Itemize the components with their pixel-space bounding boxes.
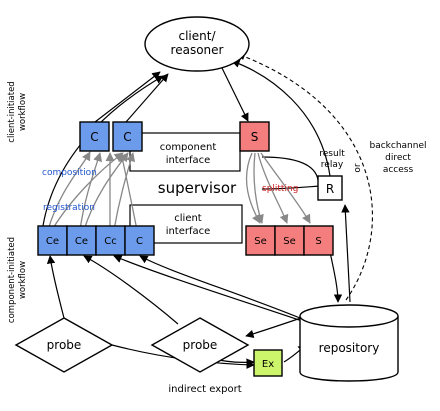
supervisor-box-s-label: S	[315, 236, 321, 247]
component-box-cc-label: Cc	[104, 236, 116, 247]
client-reasoner-line-1: client/	[178, 29, 216, 43]
client-box-top-2	[112, 121, 143, 152]
result-relay-box	[317, 175, 343, 201]
arrow-probe-right-to-ce	[83, 255, 179, 325]
probe-left-label: probe	[47, 338, 82, 352]
exporter-node: Ex	[253, 349, 283, 377]
arrow-client-to-reasoner-1	[94, 71, 161, 123]
arrow-client-to-reasoner-2	[125, 73, 169, 123]
repository-cylinder	[299, 316, 399, 382]
component-box-ce-1-label: Ce	[46, 236, 59, 247]
component-box-ce-1	[37, 225, 68, 256]
backchannel-direct-access	[237, 52, 373, 301]
component-interface-box	[129, 132, 241, 172]
result-relay-line-2: relay	[321, 160, 344, 170]
result-relay-line-1: result	[319, 149, 345, 159]
bottom-components: Ce Ce Cc C	[37, 225, 155, 256]
client-reasoner-node: client/ reasoner	[144, 16, 250, 72]
result-relay-box-label: R	[326, 182, 334, 196]
component-box-cc	[95, 225, 126, 256]
splitting-arrow-2	[257, 152, 289, 224]
component-box-c	[124, 225, 155, 256]
arrow-repository-to-relay	[341, 204, 351, 303]
indirect-export-label: indirect export	[168, 384, 241, 395]
supervisor-box-top-label: S	[251, 130, 259, 144]
arrow-probe-left-to-ce	[46, 255, 65, 319]
client-interface-line-1: client	[174, 213, 202, 224]
component-box-ce-2	[66, 225, 97, 256]
client-interface-line-2: interface	[166, 226, 211, 237]
component-interface-line-2: interface	[166, 155, 211, 166]
repository-node: repository	[299, 304, 399, 382]
composition-arrow-1	[47, 151, 91, 231]
client-box-top-1	[79, 121, 110, 152]
supervisor-box-se-1-label: Se	[254, 236, 267, 247]
backchannel-line-2: direct	[385, 153, 411, 163]
client-workflow-line-2: workflow	[18, 93, 28, 131]
component-box-ce-2-label: Ce	[75, 236, 88, 247]
component-box-c-label: C	[136, 236, 143, 247]
supervisor-region-line-top	[261, 156, 319, 181]
arrow-relay-to-reasoner	[231, 59, 331, 177]
probe-right-label: probe	[183, 338, 218, 352]
backchannel-line-1: backchannel	[369, 141, 426, 151]
supervisor-box-se-2	[274, 225, 305, 256]
splitting-arrow-4	[245, 152, 261, 224]
arrow-repository-to-cc	[113, 255, 306, 323]
repository-label: repository	[319, 341, 380, 355]
arrow-repository-to-c	[139, 255, 301, 319]
splitting-label: splitting	[262, 184, 298, 194]
component-workflow-line-2: workflow	[18, 261, 28, 299]
client-interface-box	[129, 204, 243, 244]
bottom-supervisors: Se Se S	[245, 225, 334, 256]
connectors	[41, 52, 373, 369]
registration-label: registration	[43, 203, 95, 213]
result-relay-node: R result relay	[317, 149, 345, 201]
component-interface-line-1: component	[160, 142, 217, 153]
top-clients: C C	[79, 121, 143, 152]
or-label: or	[353, 163, 363, 173]
supervisor-top-node: S	[239, 121, 270, 152]
splitting-arrow-3	[260, 152, 311, 224]
supervisor-box-s	[303, 225, 334, 256]
client-reasoner-line-2: reasoner	[171, 43, 224, 57]
client-reasoner-ellipse	[144, 16, 250, 72]
probe-right-node: probe	[150, 317, 250, 373]
component-workflow-line-1: component-initiated	[7, 237, 17, 323]
registration-arrow-2	[83, 152, 129, 231]
exporter-box	[253, 349, 283, 377]
probe-right-diamond	[150, 317, 250, 373]
arrow-reasoner-to-supervisor	[221, 67, 249, 122]
registration-arrow-3	[113, 152, 136, 231]
client-workflow-line-1: client-initiated	[7, 81, 17, 142]
supervisor-box-top	[239, 121, 270, 152]
backchannel-line-3: access	[383, 165, 414, 175]
supervisor-label: supervisor	[158, 179, 237, 197]
probe-left-node: probe	[14, 317, 114, 373]
exporter-label: Ex	[262, 359, 274, 370]
arrow-supervisors-to-repository	[329, 251, 343, 303]
client-box-top-1-label: C	[90, 130, 98, 144]
supervisor-box-se-2-label: Se	[283, 236, 296, 247]
registration-arrow-1	[51, 152, 124, 231]
client-box-top-2-label: C	[123, 130, 131, 144]
repository-cylinder-top	[299, 304, 399, 328]
composition-arrow-2	[79, 152, 103, 231]
composition-label: composition	[42, 168, 97, 178]
probe-left-diamond	[14, 317, 114, 373]
